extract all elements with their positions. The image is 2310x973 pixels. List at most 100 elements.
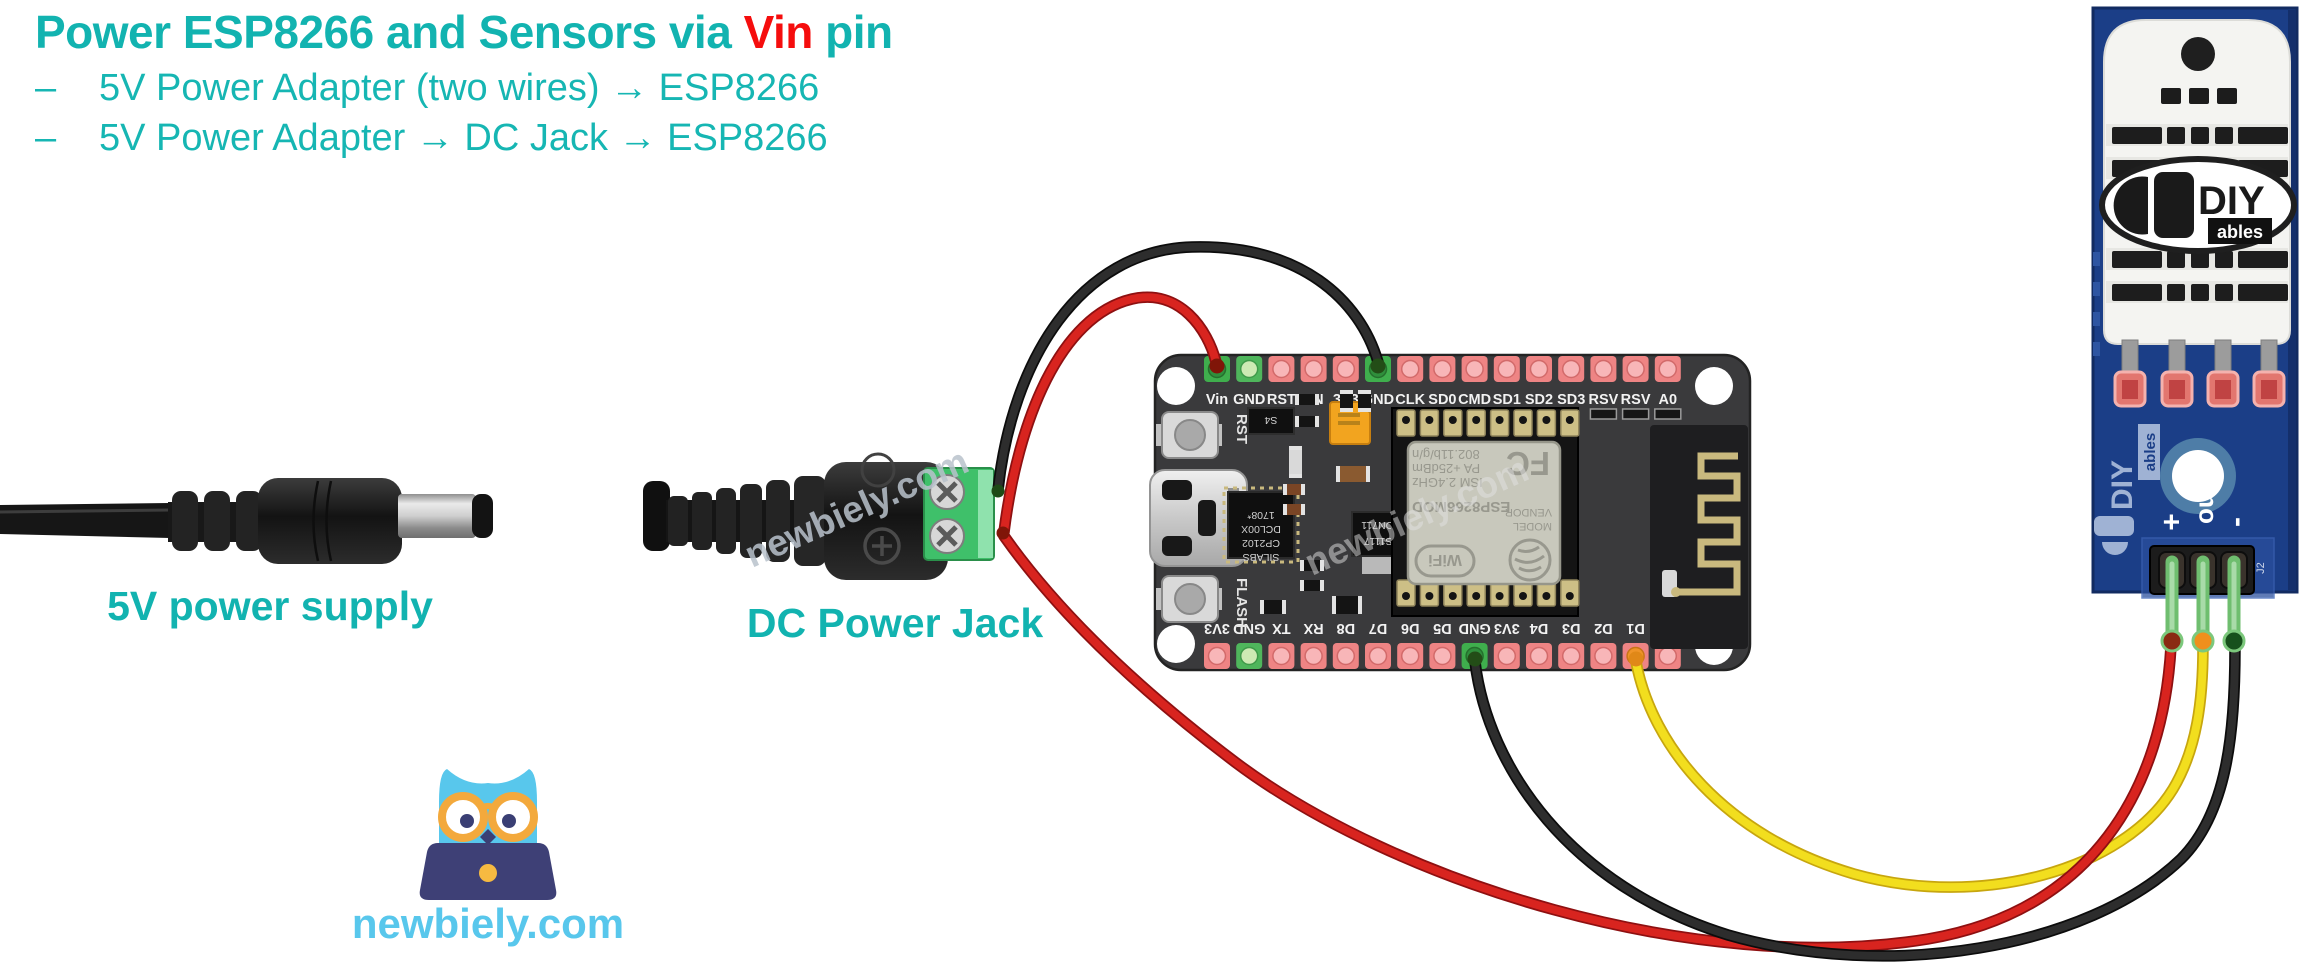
wire-yellow-shadow [1630,640,2209,893]
esp-top-pin-label: RSV [1588,392,1618,408]
esp12-module: ESP8266MOD MODEL VENDOR 802.11b/g/n PA +… [1391,407,1580,617]
wire-black-gnd-to-minus [1471,644,2239,960]
plug-rib [204,491,230,551]
dc-jack-label: DC Power Jack [746,600,1044,646]
esp-bottom-pin-label: 3V3 [1204,620,1230,636]
esp-top-pin-RST: RST [1267,356,1296,408]
module-castellations [1396,409,1580,607]
sensor-hole [2172,450,2224,502]
sensor-pin-plus-label: + [2156,513,2189,531]
wire-red-jack-to-vin [1000,293,1220,536]
wire-end-vin [1209,358,1225,374]
reset-button-label: RST [1233,414,1250,444]
diyables-logo: DIY ables [2099,156,2297,254]
page-title: Power ESP8266 and Sensors via Vin pin [35,6,893,59]
esp-bottom-pin-RX: RX [1300,620,1327,669]
owl-glasses [438,792,538,842]
esp-bottom-pin-D7: D7 [1365,620,1391,669]
module-vendor: VENDOR [1505,506,1552,518]
module-shield [1406,440,1562,586]
jack-polarity-mark [860,452,896,488]
wire-end-d1 [1628,651,1644,667]
brand-text: newbiely.com [352,900,624,947]
esp-bottom-pin-label: GND [1233,620,1265,636]
esp-top-pin-GND: GND [1233,356,1265,408]
sensor-legs [2113,339,2286,408]
wire-end-jack-red [996,526,1010,540]
usb-chip-line: SILABS [1243,551,1280,563]
esp-top-pin-label: RSV [1621,392,1651,408]
terminal-screw-bottom [929,518,965,554]
logo-text-sub: ables [2217,222,2263,242]
s4-label: S4 [1264,414,1277,426]
esp-top-pin-SD2: SD2 [1525,356,1553,408]
esp-bottom-pin-label: RX [1303,620,1323,636]
esp-top-pin-CMD: CMD [1458,356,1491,408]
module-model: MODEL [1513,520,1552,532]
esp-top-pin-RSV: RSV [1588,356,1619,420]
sensor-eye-dot [2181,37,2215,71]
esp-top-pin-label: SD2 [1525,392,1553,408]
logo-text-main: DIY [2198,179,2265,223]
pcb-antenna [1650,425,1748,649]
mounting-hole [1157,367,1195,405]
side-logo: DIY ables [2094,424,2160,555]
esp-bottom-pin-label: TX [1272,620,1291,636]
module-spec: ISM 2.4GHz [1412,475,1483,490]
bullet-marker: – [35,117,57,160]
module-spec: PA +25dBm [1412,461,1480,476]
wires [991,241,2241,962]
esp-top-pin-label: SD1 [1493,392,1521,408]
owl-beak [480,829,496,845]
esp-bottom-pin-label: D7 [1369,620,1388,636]
esp-top-pin-label: Vin [1206,392,1228,408]
sensor-wire-stubs [2160,555,2246,653]
logo-glyph [2154,172,2194,238]
esp-bottom-pin-D2: D2 [1590,620,1617,669]
jack-body [824,462,948,580]
esp-top-pin-label: GND [1233,392,1265,408]
connector-ref-label: J2 [2255,562,2267,574]
esp-top-pin-label: CLK [1395,392,1425,408]
dht-sensor-module: DIY ables DIY ables + out - J2 [2091,6,2299,653]
pcb-notch [2093,342,2100,356]
esp-bottom-pin-label: GND [1458,620,1490,636]
esp-bottom-pin-label: 3V3 [1494,620,1520,636]
esp-top-pin-SD3: SD3 [1557,356,1585,408]
jack-rib [740,484,762,558]
title-highlight: Vin [743,6,814,58]
module-spec: 802.11b/g/n [1412,447,1480,462]
swirl-logo [1508,538,1552,582]
wire-end-gnd-bottom [1467,651,1483,667]
svg-text:WiFi: WiFi [1428,551,1462,568]
wifi-logo: WiFi [1414,544,1476,578]
wire-end-gnd-top [1370,358,1386,374]
usb-chip-line: DCL00X [1241,523,1281,535]
wire-end-jack-black [991,484,1005,498]
title-pre: Power ESP8266 and Sensors via [35,6,744,58]
laptop-logo-dot [479,864,497,882]
esp-bottom-pin-label: D5 [1433,620,1452,636]
esp-bottom-pin-label: D8 [1337,620,1356,636]
plug-rib [172,491,198,551]
jack-socket-opening [643,481,670,551]
jack-rib [794,476,826,566]
sensor-pcb-edge [2288,10,2296,590]
esp-top-pin-label: A0 [1659,392,1678,408]
pcb-notch [2093,252,2100,266]
esp-top-pin-RSV: RSV [1621,356,1651,420]
cp2102-chip: SILABS CP2102 DCL00X 1708* [1222,486,1300,564]
header: Power ESP8266 and Sensors via Vin pin – … [35,6,893,163]
owl-pupil [460,814,474,828]
esp-top-pin-label: RST [1267,392,1296,408]
esp-bottom-pin-D6: D6 [1397,620,1424,669]
esp-bottom-pin-label: D4 [1530,620,1549,636]
sensor-pin-out-label: out [2189,483,2219,524]
logo-glyph [2113,176,2148,235]
crimp-black [2222,629,2246,653]
power-cable [0,503,170,538]
jack-rib [766,480,790,562]
esp-bottom-pin-GND: GND [1233,620,1265,669]
esp-bottom-pin-label: D6 [1401,620,1420,636]
esp-top-pin-label: CMD [1458,392,1491,408]
